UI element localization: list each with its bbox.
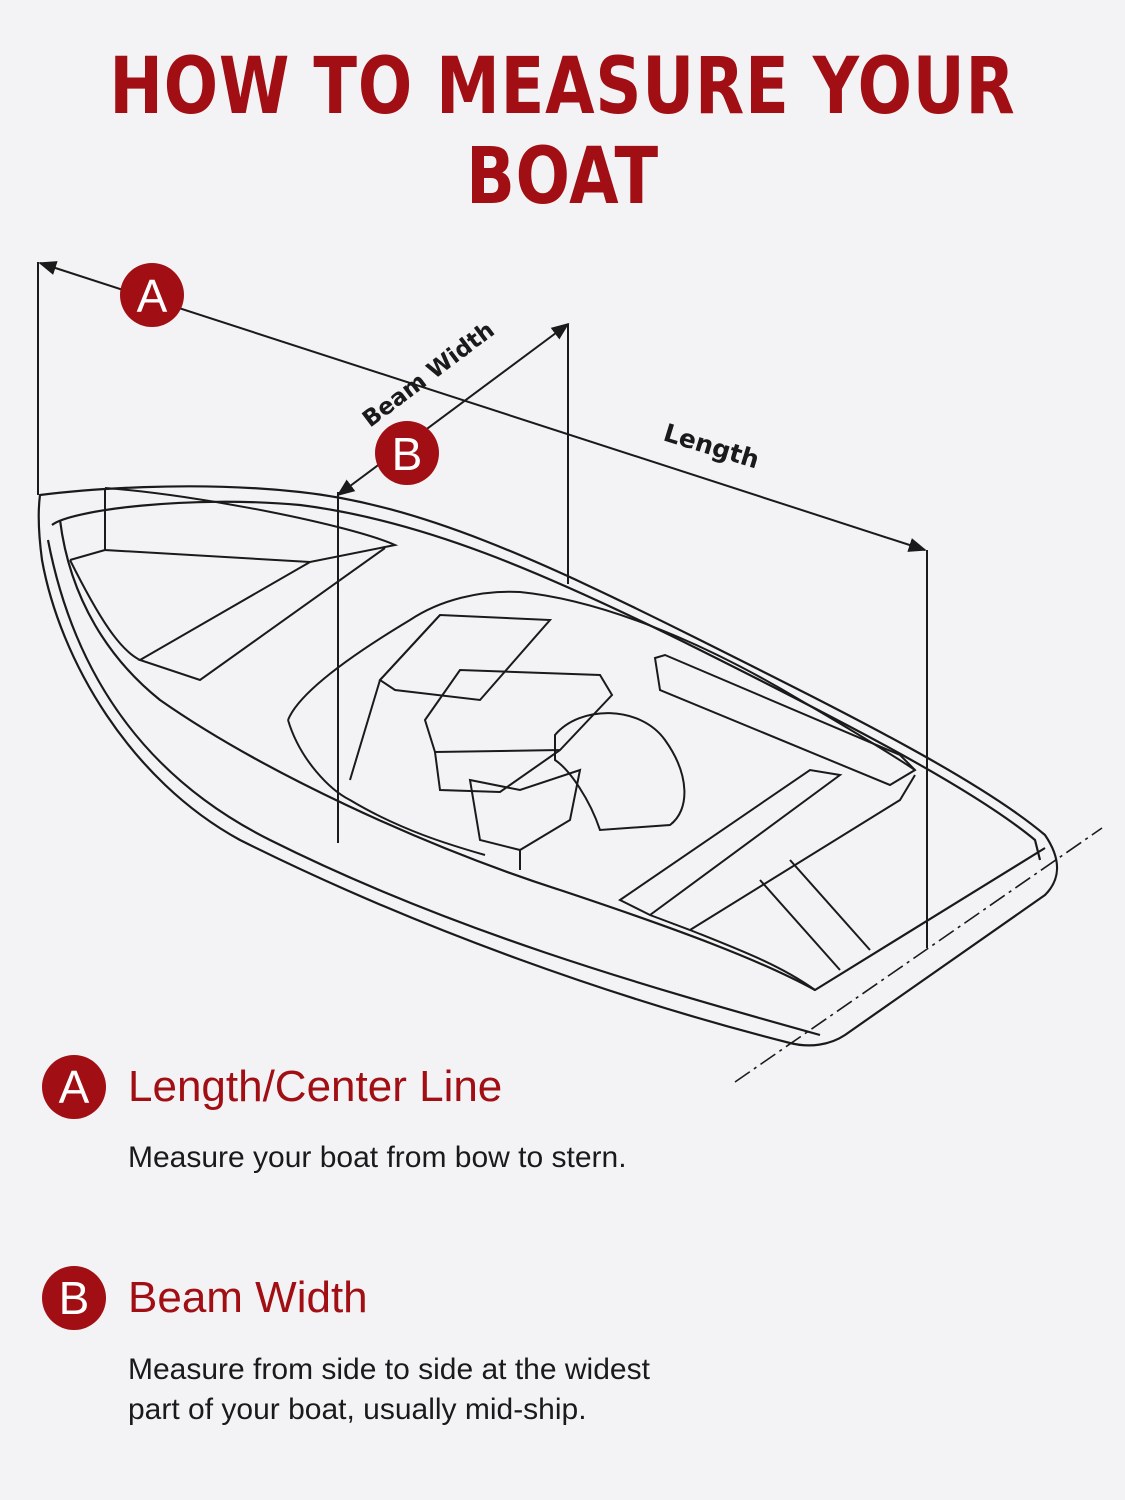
center-line-dashed [734, 827, 1103, 1083]
marker-b-text: B [392, 428, 423, 480]
stern-deck [618, 653, 917, 991]
legend-a-title: Length/Center Line [128, 1062, 503, 1111]
legend-b-description-line: part of your boat, usually mid-ship. [128, 1393, 587, 1426]
legend-b-badge: B [42, 1266, 106, 1330]
marker-a-text: A [137, 270, 168, 322]
length-label: Length [660, 418, 763, 474]
boat-diagram: A B Length Beam Width [37, 261, 1103, 1083]
legend-a-description: Measure your boat from bow to stern. [128, 1138, 748, 1178]
legend-a-badge: A [42, 1055, 106, 1119]
length-dimension [37, 261, 928, 948]
legend-b-description-line: Measure from side to side at the widest [128, 1353, 650, 1386]
beam-arrow [336, 322, 570, 497]
marker-b: B [375, 421, 439, 485]
page-title: HOW TO MEASURE YOUR BOAT [109, 42, 1016, 222]
legend-b-title: Beam Width [128, 1273, 368, 1322]
beam-width-label: Beam Width [358, 317, 500, 433]
beam-dimension [336, 322, 570, 843]
marker-a: A [120, 263, 184, 327]
boat-hull [37, 485, 1059, 1047]
legend-b-description: Measure from side to side at the widest … [128, 1350, 748, 1430]
legend-a-description-line: Measure your boat from bow to stern. [128, 1141, 627, 1174]
bow-deck [69, 487, 399, 682]
console-and-windshield [287, 590, 916, 870]
